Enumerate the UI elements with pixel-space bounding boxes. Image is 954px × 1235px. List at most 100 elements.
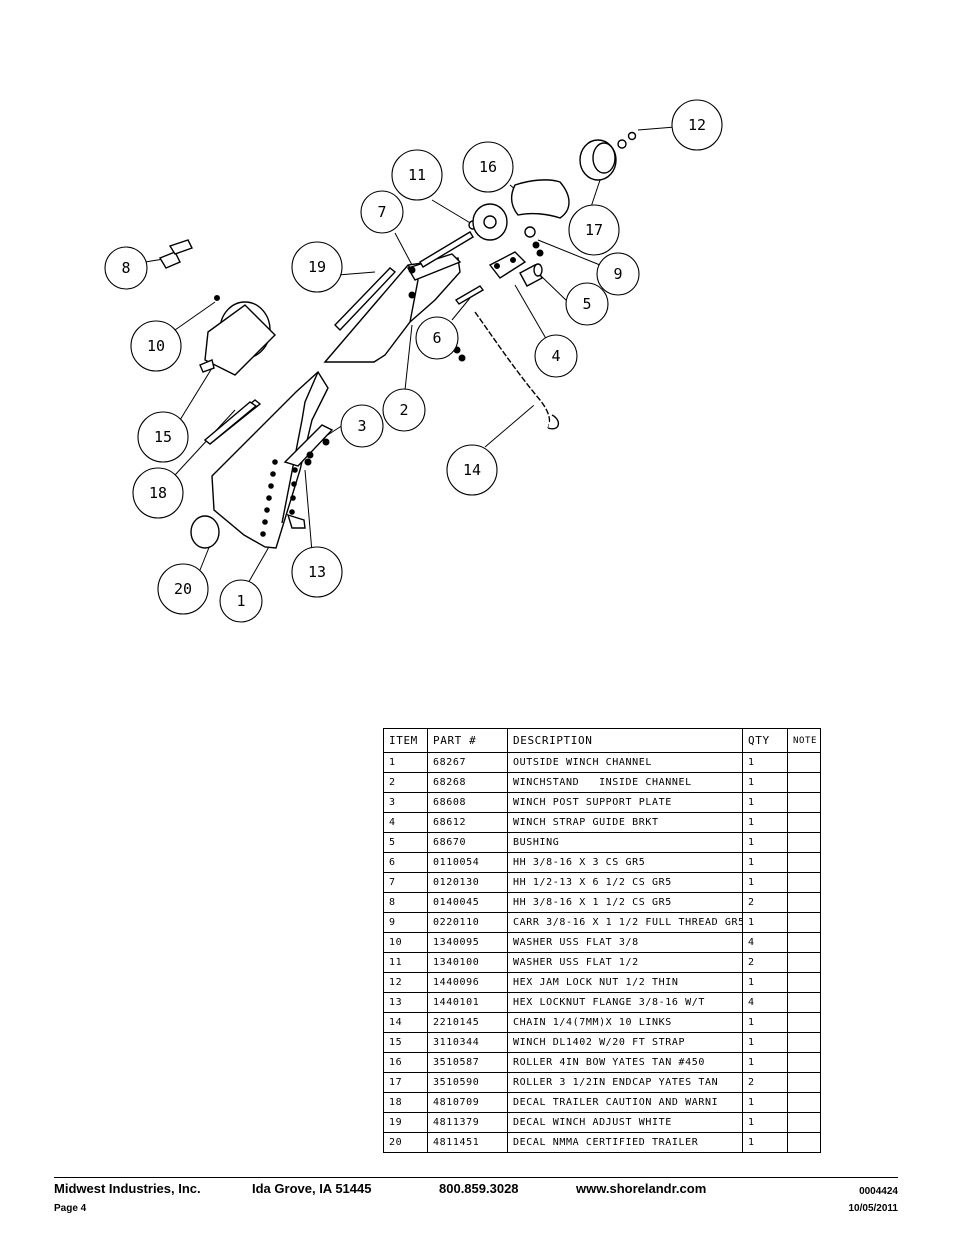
svg-text:6: 6 xyxy=(432,329,441,347)
footer-page-number: Page 4 xyxy=(54,1203,87,1214)
cell-item: 8 xyxy=(383,892,428,913)
cell-note xyxy=(787,1132,821,1153)
footer-document-number: 0004424 xyxy=(859,1186,898,1197)
cell-qty: 1 xyxy=(742,832,788,853)
cell-description: DECAL WINCH ADJUST WHITE xyxy=(507,1112,743,1133)
cell-part-number: 68612 xyxy=(427,812,508,833)
svg-text:7: 7 xyxy=(377,203,386,221)
part-roller-bow xyxy=(472,179,570,241)
exploded-parts-diagram: 1 2 3 4 5 6 7 8 9 10 11 12 13 14 15 16 1… xyxy=(104,99,723,623)
cell-part-number: 3110344 xyxy=(427,1032,508,1053)
cell-note xyxy=(787,912,821,933)
footer-location: Ida Grove, IA 51445 xyxy=(252,1181,372,1196)
cell-note xyxy=(787,1072,821,1093)
cell-description: DECAL NMMA CERTIFIED TRAILER xyxy=(507,1132,743,1153)
cell-description: CHAIN 1/4(7MM)X 10 LINKS xyxy=(507,1012,743,1033)
svg-text:3: 3 xyxy=(357,417,366,435)
balloon-item-5: 5 xyxy=(565,282,609,326)
cell-part-number: 68670 xyxy=(427,832,508,853)
cell-description: WASHER USS FLAT 3/8 xyxy=(507,932,743,953)
cell-qty: 1 xyxy=(742,972,788,993)
cell-description: DECAL TRAILER CAUTION AND WARNI xyxy=(507,1092,743,1113)
cell-qty: 1 xyxy=(742,1032,788,1053)
cell-note xyxy=(787,872,821,893)
cell-note xyxy=(787,752,821,773)
cell-item: 6 xyxy=(383,852,428,873)
cell-item: 11 xyxy=(383,952,428,973)
cell-item: 9 xyxy=(383,912,428,933)
cell-item: 7 xyxy=(383,872,428,893)
cell-note xyxy=(787,952,821,973)
balloon-item-9: 9 xyxy=(596,252,640,296)
balloon-item-18: 18 xyxy=(132,467,184,519)
svg-text:15: 15 xyxy=(154,428,172,446)
cell-description: BUSHING xyxy=(507,832,743,853)
cell-qty: 2 xyxy=(742,892,788,913)
cell-note xyxy=(787,1112,821,1133)
cell-description: HH 3/8-16 X 1 1/2 CS GR5 xyxy=(507,892,743,913)
balloon-item-8: 8 xyxy=(104,246,148,290)
svg-text:16: 16 xyxy=(479,158,497,176)
cell-part-number: 0220110 xyxy=(427,912,508,933)
cell-item: 18 xyxy=(383,1092,428,1113)
cell-part-number: 1440096 xyxy=(427,972,508,993)
svg-text:19: 19 xyxy=(308,258,326,276)
cell-item: 4 xyxy=(383,812,428,833)
cell-note xyxy=(787,812,821,833)
cell-part-number: 3510590 xyxy=(427,1072,508,1093)
part-decal-nmma xyxy=(190,515,220,549)
cell-note xyxy=(787,932,821,953)
balloon-item-7: 7 xyxy=(360,190,404,234)
balloon-item-13: 13 xyxy=(291,546,343,598)
svg-text:1: 1 xyxy=(236,592,245,610)
cell-part-number: 0110054 xyxy=(427,852,508,873)
balloon-item-16: 16 xyxy=(462,141,514,193)
cell-description: WASHER USS FLAT 1/2 xyxy=(507,952,743,973)
svg-text:2: 2 xyxy=(399,401,408,419)
cell-note xyxy=(787,852,821,873)
footer-website: www.shorelandr.com xyxy=(576,1181,707,1196)
part-outside-winch-channel xyxy=(211,370,329,549)
balloon-item-3: 3 xyxy=(340,404,384,448)
svg-text:13: 13 xyxy=(308,563,326,581)
cell-qty: 2 xyxy=(742,1072,788,1093)
part-bolt-hh-3-8-x-3 xyxy=(453,285,485,362)
part-carriage-bolt xyxy=(524,226,544,257)
part-bolts-hh-3-8-x-1-5 xyxy=(158,239,193,269)
part-roller-endcap xyxy=(579,139,617,181)
cell-note xyxy=(787,792,821,813)
part-winch xyxy=(199,301,276,376)
cell-note xyxy=(787,1052,821,1073)
part-strap-guide-brkt xyxy=(488,251,527,279)
cell-note xyxy=(787,992,821,1013)
cell-qty: 1 xyxy=(742,1112,788,1133)
leader-lines xyxy=(144,126,676,586)
header-description: DESCRIPTION xyxy=(507,728,743,753)
cell-item: 20 xyxy=(383,1132,428,1153)
cell-description: OUTSIDE WINCH CHANNEL xyxy=(507,752,743,773)
svg-text:5: 5 xyxy=(582,295,591,313)
header-note: NOTE xyxy=(787,728,821,753)
cell-qty: 1 xyxy=(742,772,788,793)
cell-qty: 1 xyxy=(742,812,788,833)
cell-qty: 1 xyxy=(742,872,788,893)
cell-item: 13 xyxy=(383,992,428,1013)
cell-part-number: 4811379 xyxy=(427,1112,508,1133)
svg-text:18: 18 xyxy=(149,484,167,502)
part-bushing xyxy=(519,263,543,287)
balloon-item-1: 1 xyxy=(219,579,263,623)
